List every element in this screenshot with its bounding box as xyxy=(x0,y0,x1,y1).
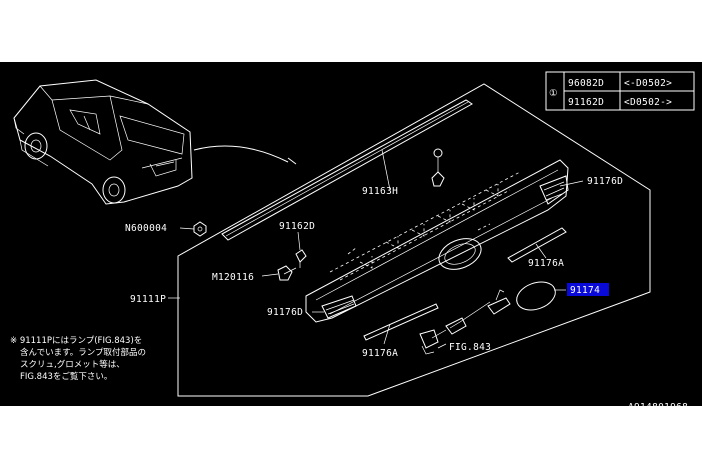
note-line-4: FIG.843をご覧下さい。 xyxy=(20,371,112,382)
table-range-1: <-D0502> xyxy=(624,78,672,89)
car-thumbnail xyxy=(13,79,193,205)
part-91162D-clip xyxy=(295,249,307,268)
part-91111P-garnish xyxy=(305,159,569,323)
label-91111P[interactable]: 91111P xyxy=(130,294,166,305)
label-91162D[interactable]: 91162D xyxy=(279,221,315,232)
note-line-2: 含んでいます。ランプ取付部品の xyxy=(20,347,146,358)
nut-N600004 xyxy=(193,221,207,237)
grommet-M120116 xyxy=(277,265,297,281)
part-91174-emblem xyxy=(516,281,556,311)
reference-table: ① 96082D <-D0502> 91162D <D0502-> xyxy=(545,71,695,111)
label-M120116[interactable]: M120116 xyxy=(212,272,254,283)
table-range-2: <D0502-> xyxy=(624,97,672,108)
leader-lines xyxy=(168,149,584,349)
part-91163H-strip xyxy=(221,99,473,241)
part-91176D-left-reflector xyxy=(321,295,357,319)
label-N600004[interactable]: N600004 xyxy=(125,223,167,234)
part-91176D-right-reflector xyxy=(539,175,569,205)
reference-curve-tip xyxy=(287,157,297,165)
diagram-background xyxy=(0,62,702,406)
table-part-1: 96082D xyxy=(568,78,604,89)
note-block: ※ 91111Pにはランプ(FIG.843)を 含んでいます。ランプ取付部品の … xyxy=(10,336,146,382)
label-FIG843[interactable]: FIG.843 xyxy=(449,342,491,353)
part-91176A-right-molding xyxy=(507,227,567,263)
highlight-91174[interactable]: 91174 xyxy=(567,283,609,296)
label-91163H[interactable]: 91163H xyxy=(362,186,398,197)
part-91176A-bottom-molding xyxy=(363,303,439,341)
diagram-code: A914801968 xyxy=(628,402,688,413)
note-line-3: スクリュ,グロメット等は、 xyxy=(20,359,125,370)
table-part-2: 91162D xyxy=(568,97,604,108)
label-91176D-left[interactable]: 91176D xyxy=(267,307,303,318)
note-line-1: ※ 91111Pにはランプ(FIG.843)を xyxy=(10,336,142,346)
assembly-frame xyxy=(177,83,651,397)
label-91176A-bottom[interactable]: 91176A xyxy=(362,348,398,359)
lamp-assembly-fig843 xyxy=(419,289,511,355)
reference-curve xyxy=(193,145,289,163)
table-symbol: ① xyxy=(549,88,558,99)
label-91174[interactable]: 91174 xyxy=(570,285,600,296)
label-91176A-right[interactable]: 91176A xyxy=(528,258,564,269)
label-91176D-top[interactable]: 91176D xyxy=(587,176,623,187)
screw-top xyxy=(431,148,445,187)
